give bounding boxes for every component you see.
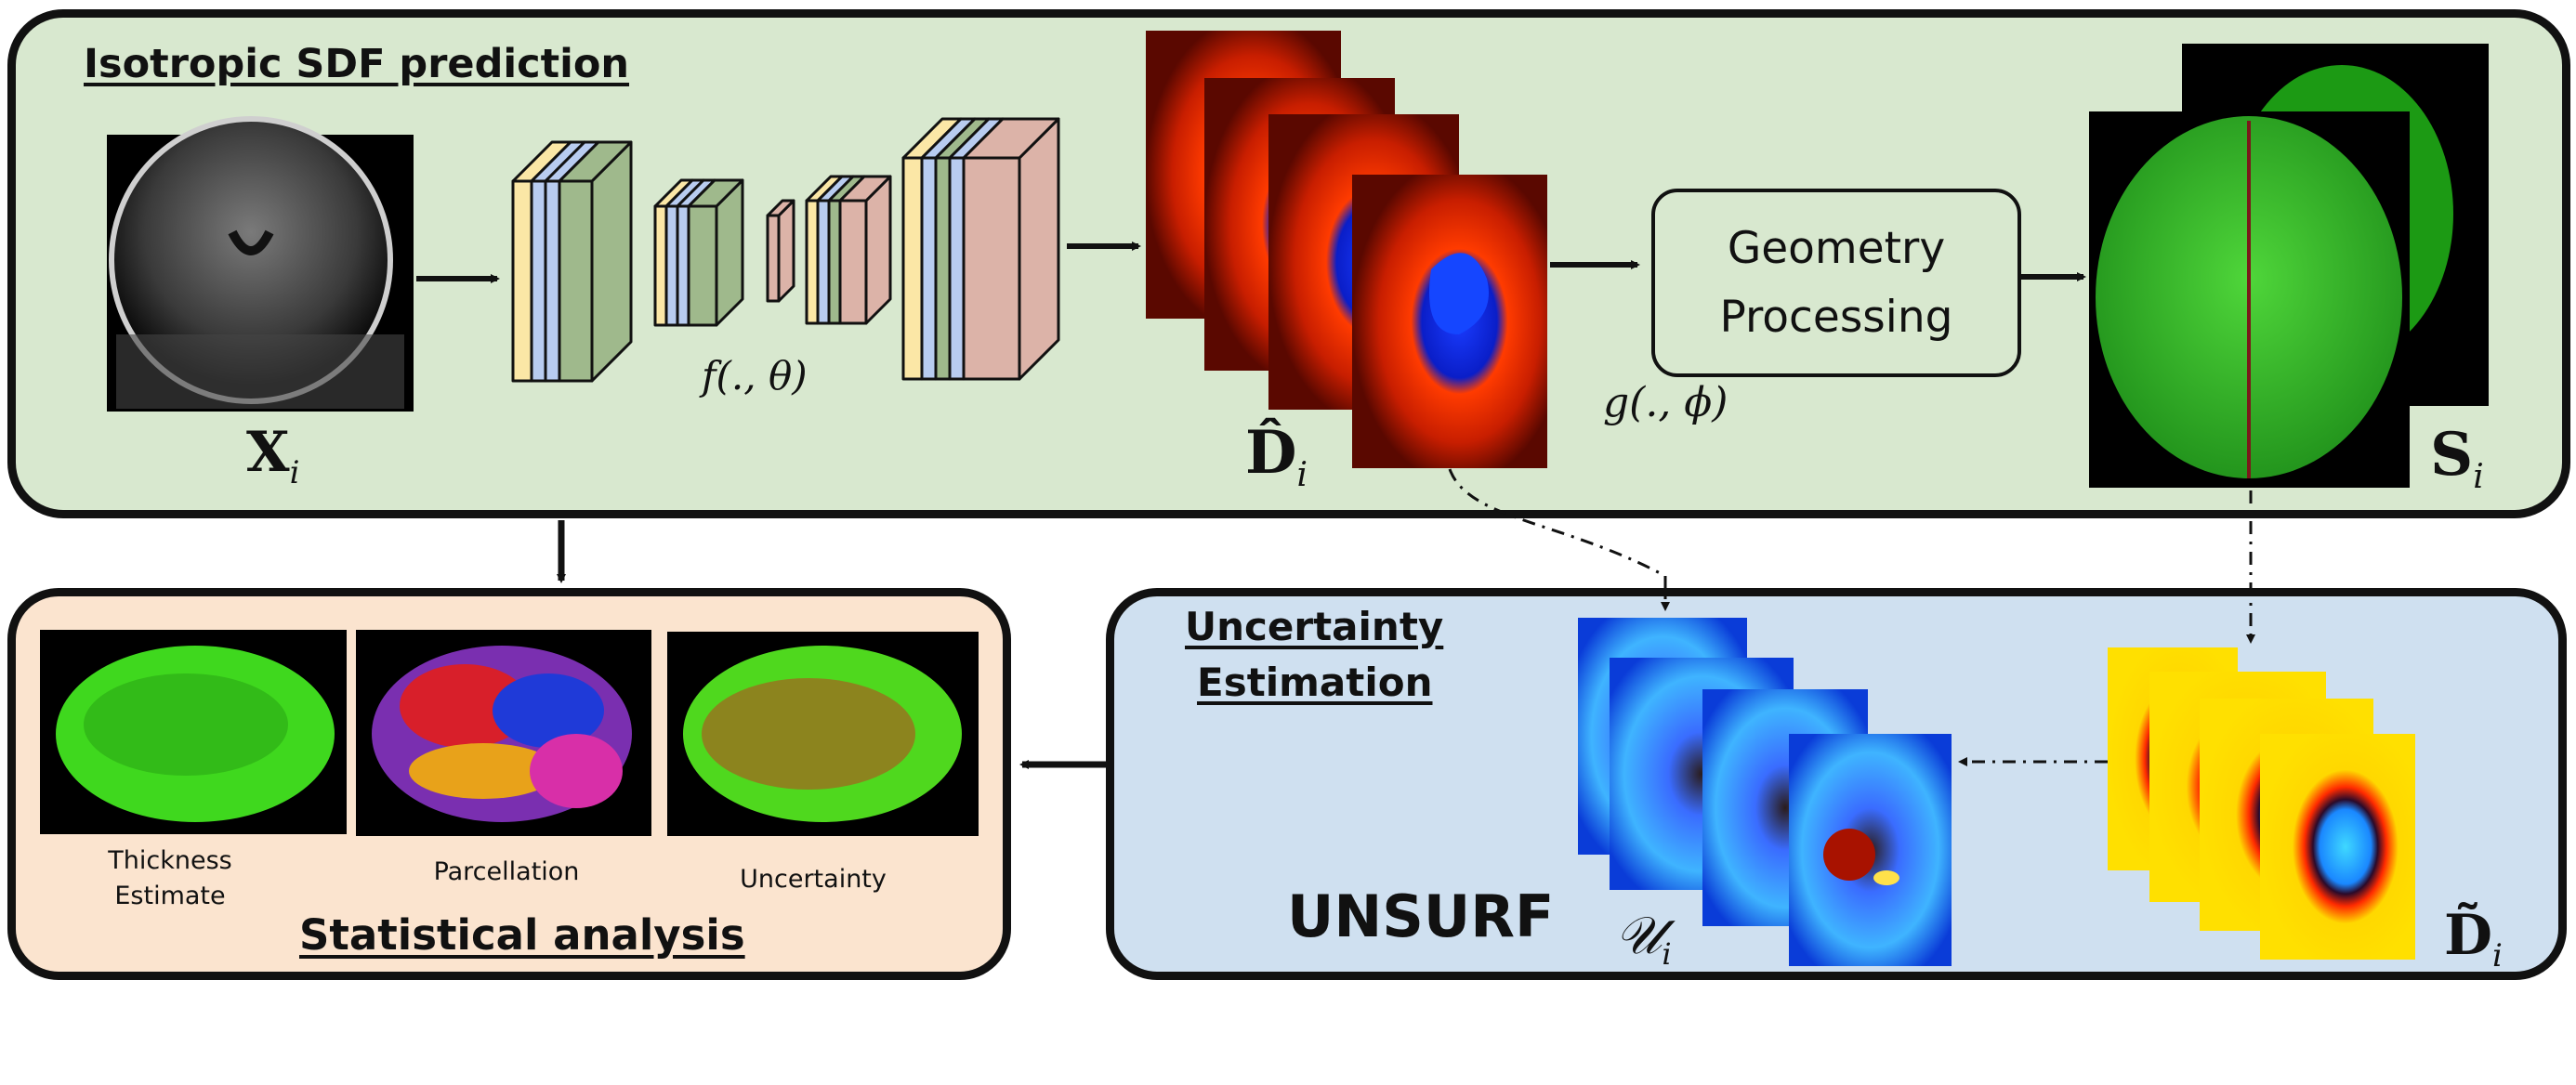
resampled-sdf-label: D̃i: [2444, 903, 2503, 974]
neural-network-f: [511, 117, 1060, 383]
geometry-label-line1: Geometry: [1727, 222, 1946, 274]
network-layer-block: [962, 117, 1060, 381]
uncertainty-caption: Uncertainty: [740, 865, 887, 894]
parcellation-thumbnail: [356, 630, 651, 836]
network-layer-block: [558, 140, 633, 383]
resampled-sdf-stack: [2108, 647, 2415, 960]
uncertainty-thumbnail: [667, 632, 979, 836]
thickness-estimate-thumbnail: [40, 630, 347, 834]
network-function-label: f(., θ): [702, 353, 808, 399]
uncertainty-map-label: 𝒰i: [1615, 906, 1672, 973]
parcellation-caption: Parcellation: [433, 857, 580, 886]
geometry-label-line2: Processing: [1719, 291, 1953, 343]
network-layer-block: [687, 178, 744, 327]
statistical-analysis-heading: Statistical analysis: [299, 910, 745, 960]
surface-label: Si: [2430, 420, 2484, 496]
network-layer-block: [838, 175, 892, 325]
network-layer-block: [766, 199, 795, 303]
method-name: UNSURF: [1287, 882, 1555, 950]
predicted-sdf-stack: [1146, 31, 1547, 468]
thickness-caption: Thickness Estimate: [108, 846, 232, 910]
input-label: Xi: [246, 420, 300, 491]
arrow-sdf-to-uncertainty: [1448, 468, 1670, 611]
predicted-sdf-label: D̂i: [1245, 418, 1308, 494]
geometry-processing-box: Geometry Processing: [1651, 189, 2021, 377]
surface-render-stack: [2089, 44, 2489, 488]
uncertainty-heading-line1: Uncertainty: [1185, 604, 1444, 649]
sdf-prediction-heading: Isotropic SDF prediction: [84, 41, 630, 87]
uncertainty-map-stack: [1578, 618, 1952, 966]
input-mri-image: [107, 116, 414, 412]
uncertainty-heading-line2: Estimation: [1197, 660, 1433, 705]
geometry-function-label: g(., ϕ): [1603, 379, 1728, 426]
